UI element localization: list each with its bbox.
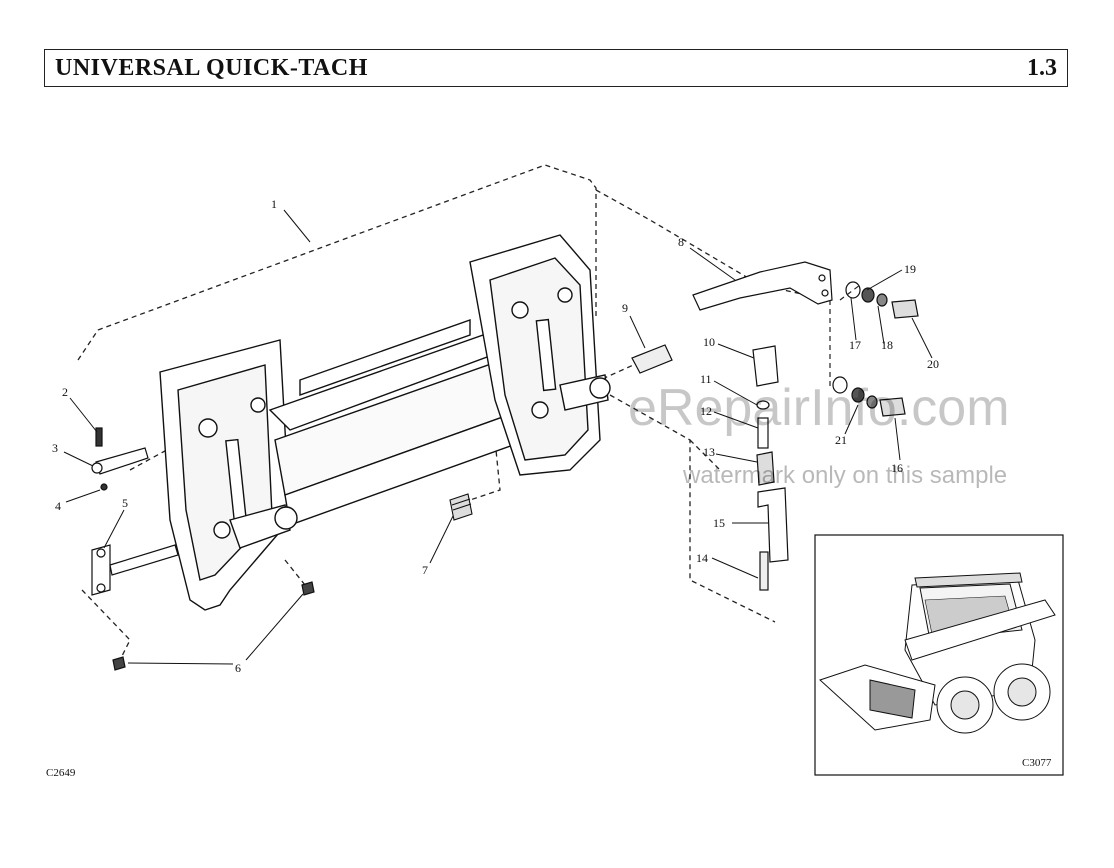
callout-20: 20 [927, 357, 939, 371]
callout-4: 4 [55, 499, 61, 513]
page-title: UNIVERSAL QUICK-TACH [55, 55, 368, 81]
callout-3: 3 [52, 441, 58, 455]
part-12-shaft [757, 417, 769, 449]
callout-18: 18 [881, 338, 893, 352]
callout-labels: 1 2 3 4 5 6 7 8 9 10 11 12 13 14 15 16 1… [52, 197, 939, 675]
part-13-spring [756, 451, 775, 486]
part-10-block [752, 345, 779, 387]
callout-14: 14 [696, 551, 708, 565]
quick-tach-frame [159, 234, 611, 611]
inset-panel: C3077 [814, 534, 1064, 776]
callout-10: 10 [703, 335, 715, 349]
part-17-bushing [845, 281, 861, 299]
left-hardware [91, 427, 315, 671]
figure-code: C2649 [46, 767, 76, 779]
inset-code: C3077 [1022, 757, 1052, 769]
skid-steer-loader-illustration [819, 572, 1056, 734]
part-14-bolt [759, 551, 769, 591]
callout-21: 21 [835, 433, 847, 447]
callout-5: 5 [122, 496, 128, 510]
callout-8: 8 [678, 235, 684, 249]
handle-mechanism [631, 261, 919, 591]
callout-16: 16 [891, 461, 903, 475]
part-2-bolt [95, 427, 103, 447]
part-9-bushing [631, 344, 673, 374]
part-19-nut [861, 287, 875, 303]
part-4-washer [100, 483, 108, 491]
part-16-bolt [879, 397, 906, 417]
part-6-nut-bottom [112, 656, 126, 671]
callout-19: 19 [904, 262, 916, 276]
callout-17: 17 [849, 338, 861, 352]
part-18-washer [876, 293, 888, 307]
callout-15: 15 [713, 516, 725, 530]
watermark-note: watermark only on this sample [682, 462, 1007, 489]
callout-6: 6 [235, 661, 241, 675]
part-8-handle [692, 261, 833, 311]
section-number: 1.3 [1027, 55, 1057, 81]
frame-group-outline [77, 164, 831, 661]
part-15-latch [757, 487, 789, 563]
part-6-nut-top [301, 581, 315, 596]
callout-9: 9 [622, 301, 628, 315]
part-3-pin [95, 447, 149, 475]
callout-11: 11 [700, 372, 712, 386]
callout-12: 12 [700, 404, 712, 418]
mechanism-dashes [829, 284, 861, 390]
part-21-bushing [832, 376, 848, 394]
leader-lines [63, 209, 933, 665]
watermark-site: eRepairInfo.com [628, 379, 1010, 437]
page-header: UNIVERSAL QUICK-TACH 1.3 [44, 49, 1068, 87]
callout-1: 1 [271, 197, 277, 211]
part-7-spring [449, 493, 473, 521]
callout-13: 13 [703, 445, 715, 459]
part-20-bolt [891, 299, 919, 319]
part-5-link [91, 544, 111, 596]
callout-7: 7 [422, 563, 428, 577]
callout-2: 2 [62, 385, 68, 399]
